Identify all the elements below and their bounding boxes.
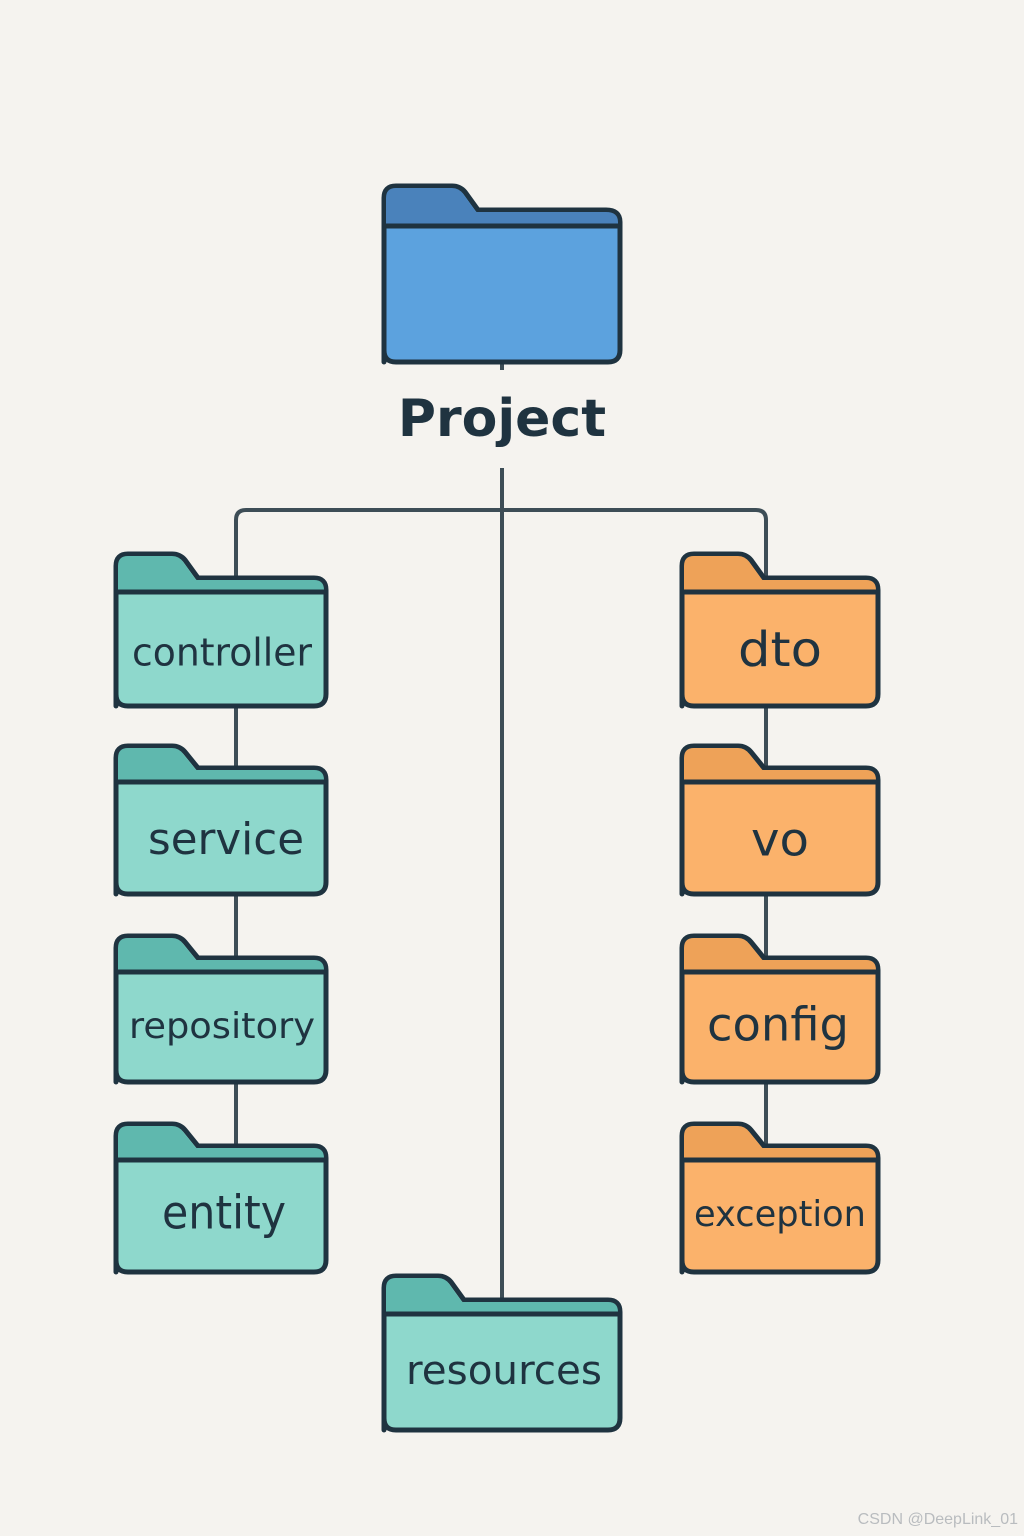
folder-entity[interactable]: entity (113, 1121, 329, 1275)
folder-tab (684, 748, 876, 782)
connector-horizontal-bar (234, 508, 768, 578)
folder-service[interactable]: service (113, 743, 329, 897)
left-folders: controller service repository entity (113, 551, 329, 1275)
folder-resources[interactable]: resources (381, 1273, 623, 1433)
folder-controller[interactable]: controller (113, 551, 329, 709)
folder-icon (381, 183, 623, 365)
folder-tab (118, 556, 324, 592)
folder-label: dto (738, 622, 822, 678)
center-folders: resources (381, 1273, 623, 1433)
folder-tab (386, 188, 618, 226)
root-label: Project (398, 389, 606, 449)
right-folders: dto vo config exception (679, 551, 881, 1275)
folder-dto[interactable]: dto (679, 551, 881, 709)
folder-label: resources (406, 1348, 602, 1394)
folder-exception[interactable]: exception (679, 1121, 881, 1275)
folder-tab (684, 938, 876, 972)
folder-label: controller (132, 631, 312, 675)
folder-tab (118, 1126, 324, 1160)
folder-tab (684, 1126, 876, 1160)
root-folder[interactable]: Project (381, 183, 623, 449)
folder-label: repository (129, 1006, 315, 1047)
folder-tab (118, 748, 324, 782)
folder-repository[interactable]: repository (113, 933, 329, 1085)
folder-vo[interactable]: vo (679, 743, 881, 897)
watermark: CSDN @DeepLink_01 (858, 1511, 1018, 1528)
folder-config[interactable]: config (679, 933, 881, 1085)
folder-tab (386, 1278, 618, 1314)
folder-label: entity (162, 1186, 286, 1240)
folder-label: exception (694, 1194, 866, 1235)
folder-tab (118, 938, 324, 972)
folder-label: service (148, 814, 304, 865)
folder-tab (684, 556, 876, 592)
folder-label: vo (751, 813, 809, 867)
folder-label: config (707, 998, 849, 1052)
